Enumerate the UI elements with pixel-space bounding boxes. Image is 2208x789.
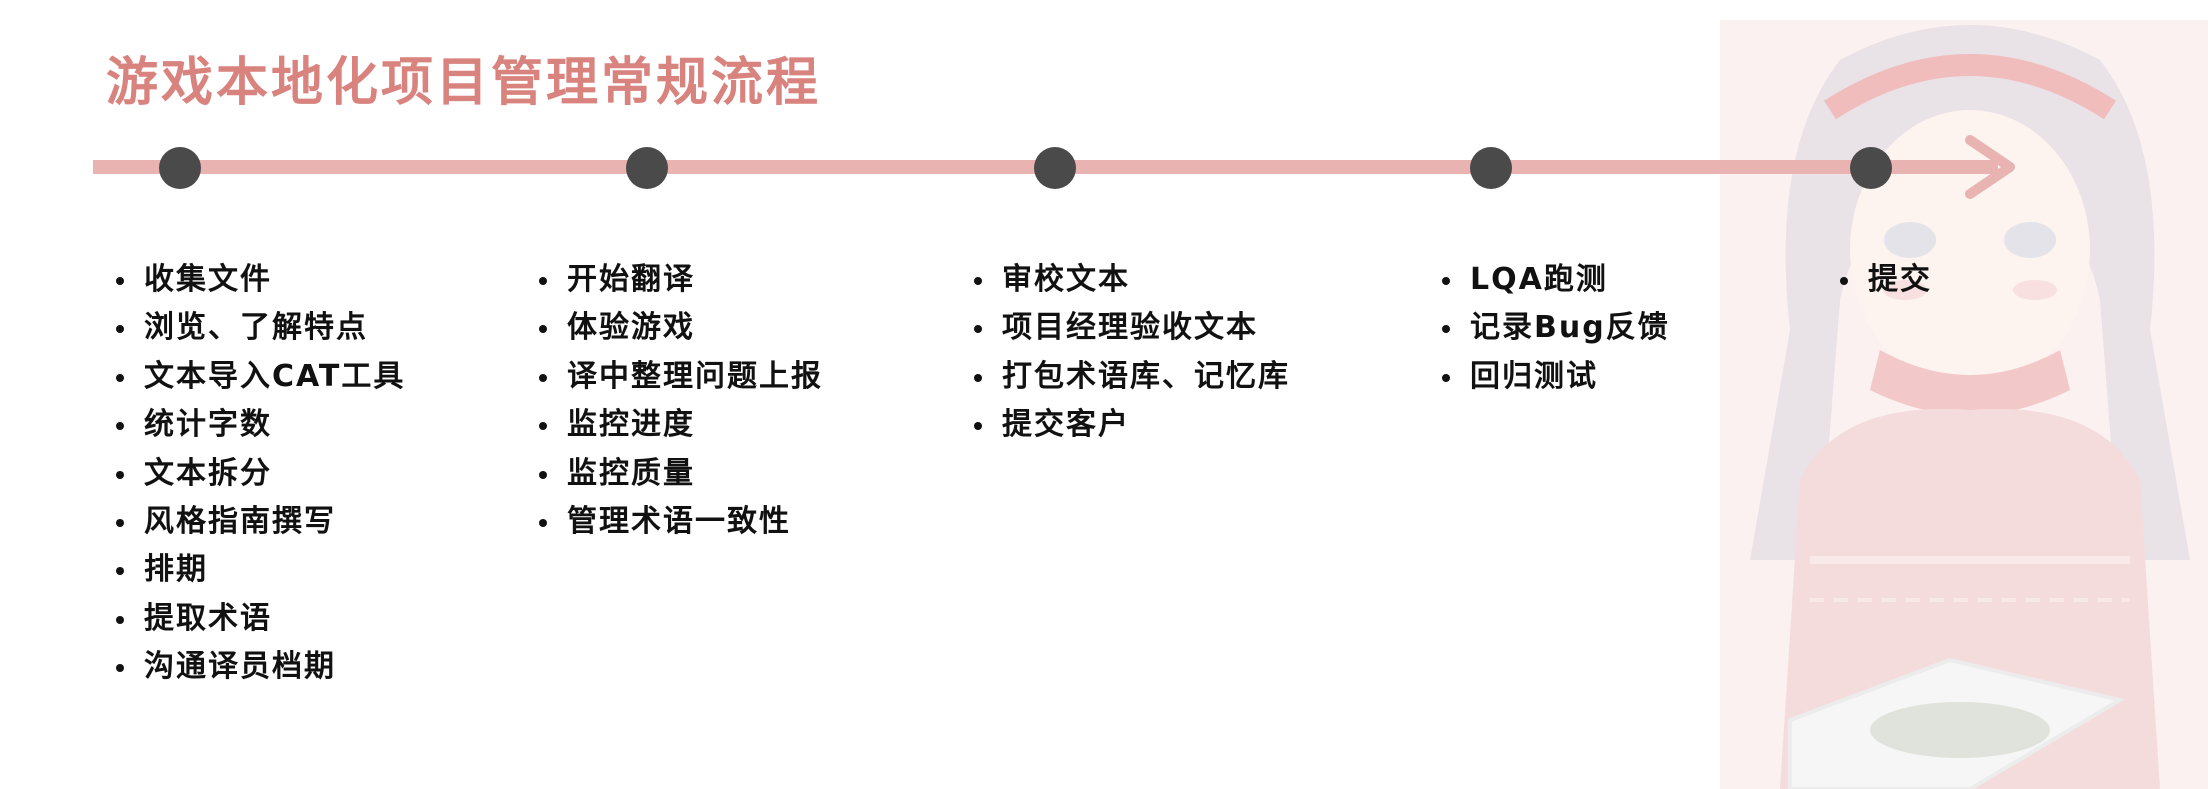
list-item: 统计字数 bbox=[106, 401, 405, 449]
step-list-3: 审校文本 项目经理验收文本 打包术语库、记忆库 提交客户 bbox=[964, 256, 1290, 450]
page-title: 游戏本地化项目管理常规流程 bbox=[106, 53, 822, 113]
list-item: 提交 bbox=[1830, 256, 1932, 304]
timeline-node-1 bbox=[159, 147, 201, 189]
list-item: 风格指南撰写 bbox=[106, 498, 405, 546]
list-item: 提交客户 bbox=[964, 401, 1290, 449]
list-item: 审校文本 bbox=[964, 256, 1290, 304]
timeline-node-2 bbox=[626, 147, 668, 189]
list-item: 译中整理问题上报 bbox=[529, 353, 823, 401]
list-item: 监控进度 bbox=[529, 401, 823, 449]
list-item: 文本导入CAT工具 bbox=[106, 353, 405, 401]
step-list-5: 提交 bbox=[1830, 256, 1932, 304]
list-item: 记录Bug反馈 bbox=[1432, 304, 1670, 352]
list-item: 沟通译员档期 bbox=[106, 643, 405, 691]
list-item: 管理术语一致性 bbox=[529, 498, 823, 546]
timeline-arrowhead bbox=[1965, 135, 2015, 199]
list-item: 排期 bbox=[106, 546, 405, 594]
step-list-2: 开始翻译 体验游戏 译中整理问题上报 监控进度 监控质量 管理术语一致性 bbox=[529, 256, 823, 546]
step-list-4: LQA跑测 记录Bug反馈 回归测试 bbox=[1432, 256, 1670, 401]
list-item: 开始翻译 bbox=[529, 256, 823, 304]
list-item: 项目经理验收文本 bbox=[964, 304, 1290, 352]
list-item: 体验游戏 bbox=[529, 304, 823, 352]
timeline-node-5 bbox=[1850, 147, 1892, 189]
list-item: 监控质量 bbox=[529, 450, 823, 498]
list-item: 提取术语 bbox=[106, 595, 405, 643]
list-item: 收集文件 bbox=[106, 256, 405, 304]
list-item: 打包术语库、记忆库 bbox=[964, 353, 1290, 401]
list-item: 回归测试 bbox=[1432, 353, 1670, 401]
timeline-node-3 bbox=[1034, 147, 1076, 189]
step-list-1: 收集文件 浏览、了解特点 文本导入CAT工具 统计字数 文本拆分 风格指南撰写 … bbox=[106, 256, 405, 692]
timeline-node-4 bbox=[1470, 147, 1512, 189]
list-item: LQA跑测 bbox=[1432, 256, 1670, 304]
list-item: 文本拆分 bbox=[106, 450, 405, 498]
list-item: 浏览、了解特点 bbox=[106, 304, 405, 352]
